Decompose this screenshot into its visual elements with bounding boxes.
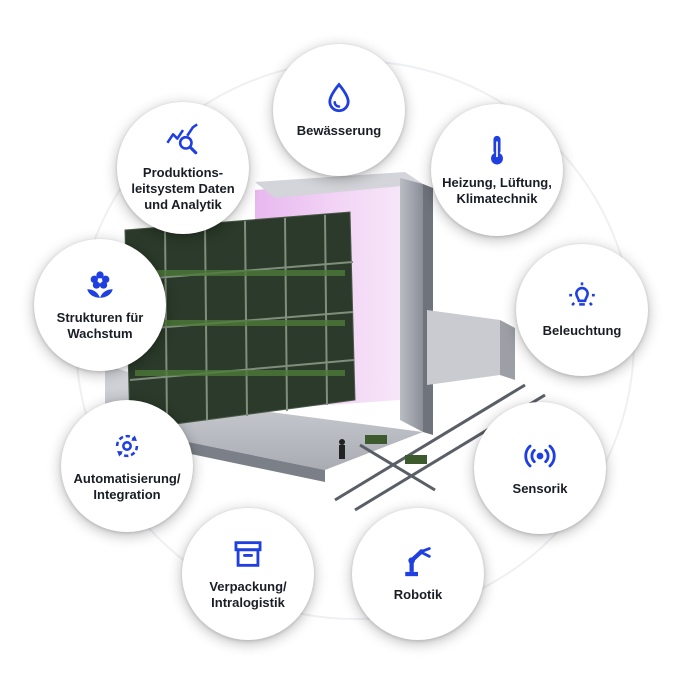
node-bewaesserung[interactable]: Bewässerung xyxy=(273,44,405,176)
node-label: Robotik xyxy=(393,587,443,602)
thermometer-icon xyxy=(491,135,503,165)
node-sensorik[interactable]: Sensorik xyxy=(474,402,606,534)
robot-arm-icon xyxy=(405,547,431,577)
flower-icon xyxy=(87,271,113,298)
node-label: Heizung, Lüftung, Klimatechnik xyxy=(442,175,552,206)
node-label: Sensorik xyxy=(512,481,568,496)
node-strukturen[interactable]: Strukturen für Wachstum xyxy=(34,239,166,371)
analytics-magnifier-icon xyxy=(166,123,198,155)
signal-sensor-icon xyxy=(524,444,556,468)
node-produktion[interactable]: Produktions- leitsystem Daten und Analyt… xyxy=(117,102,249,234)
node-label: Beleuchtung xyxy=(542,323,622,338)
archive-box-icon xyxy=(234,541,262,567)
node-label: Produktions- leitsystem Daten und Analyt… xyxy=(131,165,235,212)
node-label: Automatisierung/ Integration xyxy=(73,471,181,502)
sync-gear-icon xyxy=(115,434,139,458)
node-heizung[interactable]: Heizung, Lüftung, Klimatechnik xyxy=(431,104,563,236)
node-beleuchtung[interactable]: Beleuchtung xyxy=(516,244,648,376)
node-label: Bewässerung xyxy=(296,123,382,138)
vertical-farm-machine-illustration xyxy=(105,172,546,512)
node-label: Verpackung/ Intralogistik xyxy=(209,579,287,610)
node-robotik[interactable]: Robotik xyxy=(352,508,484,640)
water-drop-icon xyxy=(328,82,350,113)
node-verpackung[interactable]: Verpackung/ Intralogistik xyxy=(182,508,314,640)
node-automatisierung[interactable]: Automatisierung/ Integration xyxy=(61,400,193,532)
node-label: Strukturen für Wachstum xyxy=(56,310,144,341)
light-bulb-icon xyxy=(569,282,595,306)
